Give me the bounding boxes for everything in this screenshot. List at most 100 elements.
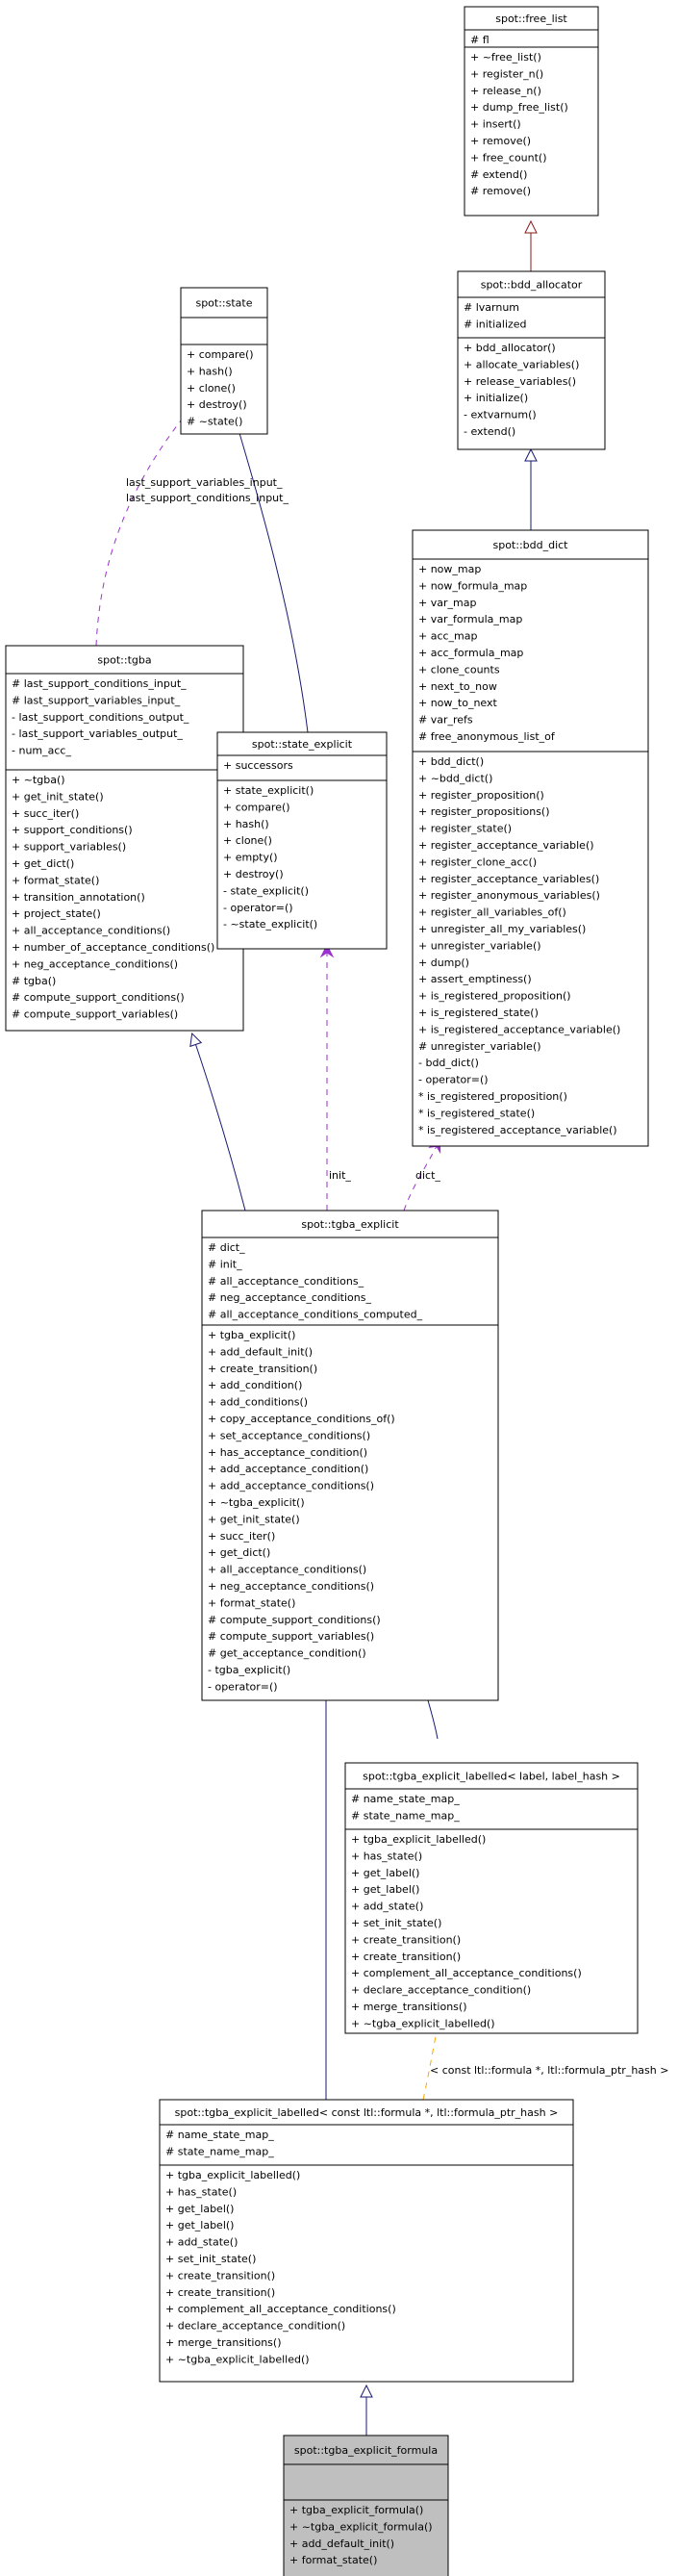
method: # compute_support_conditions() <box>12 991 185 1004</box>
class-name: spot::free_list <box>495 13 567 25</box>
class-state[interactable]: spot::state+ compare()+ hash()+ clone()+… <box>180 287 268 435</box>
class-name: spot::tgba <box>97 654 151 667</box>
method: + merge_transitions() <box>165 2336 282 2349</box>
class-box <box>283 2435 449 2576</box>
method: + unregister_all_my_variables() <box>418 923 586 935</box>
edge-label-last-support-variables-input: last_support_variables_input_ <box>126 476 283 489</box>
attribute: # free_anonymous_list_of <box>418 730 556 743</box>
attribute: # fl <box>470 34 490 46</box>
method: + register_clone_acc() <box>418 855 537 868</box>
class-tgba[interactable]: spot::tgba# last_support_conditions_inpu… <box>5 645 244 1032</box>
attribute: # last_support_variables_input_ <box>12 694 181 706</box>
method: + has_state() <box>165 2185 237 2198</box>
method: - extend() <box>464 425 515 438</box>
method: - operator=() <box>208 1680 278 1693</box>
method: + add_acceptance_condition() <box>208 1463 368 1475</box>
method: + format_state() <box>208 1596 295 1609</box>
class-free-list[interactable]: spot::free_list# fl+ ~free_list()+ regis… <box>464 6 599 217</box>
edge-label-template-binding: < const ltl::formula *, ltl::formula_ptr… <box>430 2064 668 2077</box>
method: + register_propositions() <box>418 805 550 818</box>
method: + ~tgba() <box>12 774 65 786</box>
method: + free_count() <box>470 151 547 164</box>
method: + is_registered_state() <box>418 1007 539 1019</box>
method: # compute_support_variables() <box>12 1008 178 1021</box>
method: + format_state() <box>12 874 99 886</box>
attribute: + successors <box>223 759 293 772</box>
attribute: # neg_acceptance_conditions_ <box>208 1291 371 1304</box>
method: + dump() <box>418 956 469 969</box>
method: + complement_all_acceptance_conditions() <box>165 2303 396 2315</box>
method: + create_transition() <box>165 2269 275 2282</box>
method: + add_state() <box>351 1900 423 1913</box>
method: + declare_acceptance_condition() <box>351 1984 531 1997</box>
method: + create_transition() <box>208 1363 317 1375</box>
method: + release_variables() <box>464 375 576 388</box>
class-box <box>464 6 599 217</box>
attribute: # lvarnum <box>464 301 519 314</box>
method: + get_init_state() <box>208 1513 300 1525</box>
class-name: spot::bdd_allocator <box>481 279 583 292</box>
method: + copy_acceptance_conditions_of() <box>208 1413 395 1425</box>
class-tgba-explicit[interactable]: spot::tgba_explicit# dict_# init_# all_a… <box>201 1210 499 1701</box>
attribute: + acc_map <box>418 630 478 643</box>
method: + support_conditions() <box>12 824 133 836</box>
attribute: # init_ <box>208 1258 242 1270</box>
edge-label-dict: dict_ <box>415 1169 440 1182</box>
class-box <box>344 1762 639 2034</box>
method: + compare() <box>223 801 290 813</box>
method: + get_label() <box>165 2219 234 2232</box>
class-bdd-dict[interactable]: spot::bdd_dict+ now_map+ now_formula_map… <box>412 529 649 1147</box>
method: + succ_iter() <box>12 807 79 820</box>
method: + dump_free_list() <box>470 101 568 114</box>
method: # extend() <box>470 168 527 181</box>
attribute: # name_state_map_ <box>351 1793 460 1805</box>
attribute: - last_support_variables_output_ <box>12 727 183 740</box>
attribute: - last_support_conditions_output_ <box>12 711 189 724</box>
class-box <box>216 731 388 950</box>
class-state-explicit[interactable]: spot::state_explicit+ successors+ state_… <box>216 731 388 950</box>
method: + tgba_explicit() <box>208 1329 295 1341</box>
class-labelled-formula[interactable]: spot::tgba_explicit_labelled< const ltl:… <box>159 2099 574 2383</box>
method: + initialize() <box>464 392 528 404</box>
method: - operator=() <box>223 902 293 914</box>
class-name: spot::tgba_explicit <box>301 1218 399 1231</box>
class-name: spot::state <box>195 297 252 310</box>
method: + get_init_state() <box>12 790 104 803</box>
method: # compute_support_conditions() <box>208 1614 381 1626</box>
class-name: spot::state_explicit <box>252 738 353 751</box>
method: + merge_transitions() <box>351 2001 467 2013</box>
method: + succ_iter() <box>208 1530 275 1543</box>
class-name: spot::bdd_dict <box>492 539 568 551</box>
method: * is_registered_state() <box>418 1107 535 1119</box>
method: + tgba_explicit_labelled() <box>351 1833 486 1846</box>
method: - bdd_dict() <box>418 1057 479 1069</box>
attribute: + next_to_now <box>418 680 497 693</box>
class-bdd-allocator[interactable]: spot::bdd_allocator# lvarnum# initialize… <box>457 270 606 450</box>
method: + set_init_state() <box>351 1917 441 1929</box>
method: + add_default_init() <box>289 2538 394 2550</box>
method: + register_n() <box>470 67 543 80</box>
method: + complement_all_acceptance_conditions() <box>351 1967 582 1979</box>
method: + all_acceptance_conditions() <box>208 1564 366 1576</box>
attribute: # initialized <box>464 318 527 330</box>
method: + compare() <box>187 348 254 361</box>
method: + bdd_dict() <box>418 755 484 768</box>
attribute: + var_formula_map <box>418 613 522 625</box>
attribute: + var_map <box>418 597 476 609</box>
class-tgba-explicit-formula[interactable]: spot::tgba_explicit_formula+ tgba_explic… <box>283 2435 449 2576</box>
class-box <box>457 270 606 450</box>
edge-tgba-explicit-inherits-tgba <box>192 1034 246 1211</box>
method: + ~tgba_explicit() <box>208 1496 305 1509</box>
method: + add_state() <box>165 2236 238 2249</box>
method: + state_explicit() <box>223 784 314 797</box>
method: + get_label() <box>165 2203 234 2215</box>
class-labelled-template[interactable]: spot::tgba_explicit_labelled< label, lab… <box>344 1762 639 2034</box>
method: + allocate_variables() <box>464 358 579 370</box>
method: + ~tgba_explicit_formula() <box>289 2520 433 2533</box>
method: - tgba_explicit() <box>208 1664 290 1676</box>
method: + get_label() <box>351 1883 419 1896</box>
method: + all_acceptance_conditions() <box>12 925 170 937</box>
attribute: # last_support_conditions_input_ <box>12 677 187 690</box>
method: + has_state() <box>351 1849 422 1862</box>
class-name: spot::tgba_explicit_formula <box>294 2444 438 2457</box>
